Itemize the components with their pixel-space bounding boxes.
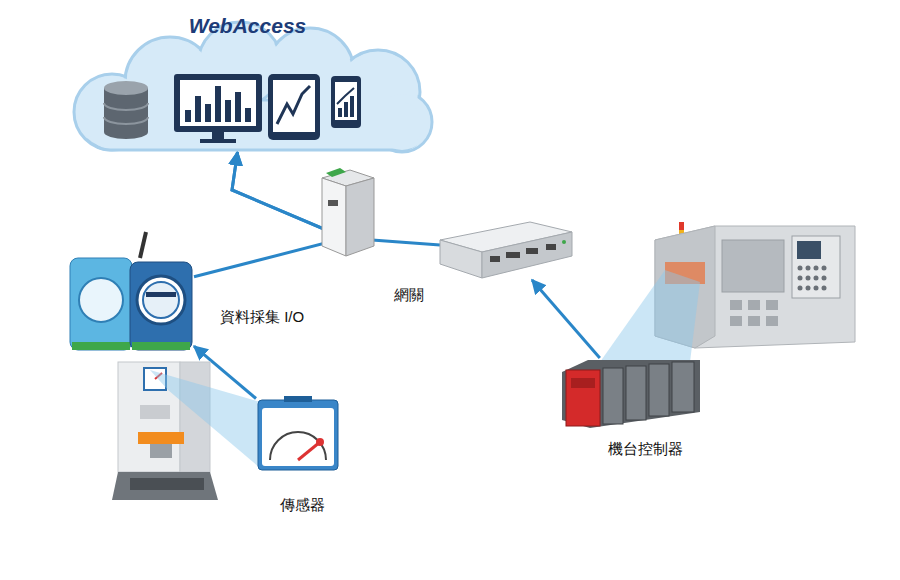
tablet-icon xyxy=(268,74,320,140)
phone-icon xyxy=(331,76,361,128)
monitor-icon xyxy=(174,74,262,143)
io-node: 資料採集 I/O xyxy=(68,232,194,354)
node-label: 資料採集 I/O xyxy=(220,308,304,326)
node-label: 傳感器 xyxy=(280,496,325,514)
database-icon xyxy=(104,81,148,139)
node-label: 網關 xyxy=(394,286,424,304)
machine-controller xyxy=(562,360,700,428)
cloud-node: WebAccess xyxy=(60,12,435,152)
gateway-device xyxy=(440,222,572,278)
flow-arrow xyxy=(532,280,600,358)
sensor-beam xyxy=(150,370,260,468)
gateway-node: 網關 xyxy=(440,220,572,280)
sensor-gauge xyxy=(258,396,338,470)
flow-arrow xyxy=(194,152,345,277)
controller-beam xyxy=(600,270,700,362)
sensor-node: 傳感器 xyxy=(256,396,340,472)
io-modules xyxy=(70,232,192,350)
cloud-shape xyxy=(74,22,432,152)
controller-node: 機台控制器 xyxy=(560,358,702,430)
node-heading: WebAccess xyxy=(60,14,435,38)
router-device xyxy=(322,168,374,256)
node-label: 機台控制器 xyxy=(608,440,683,458)
